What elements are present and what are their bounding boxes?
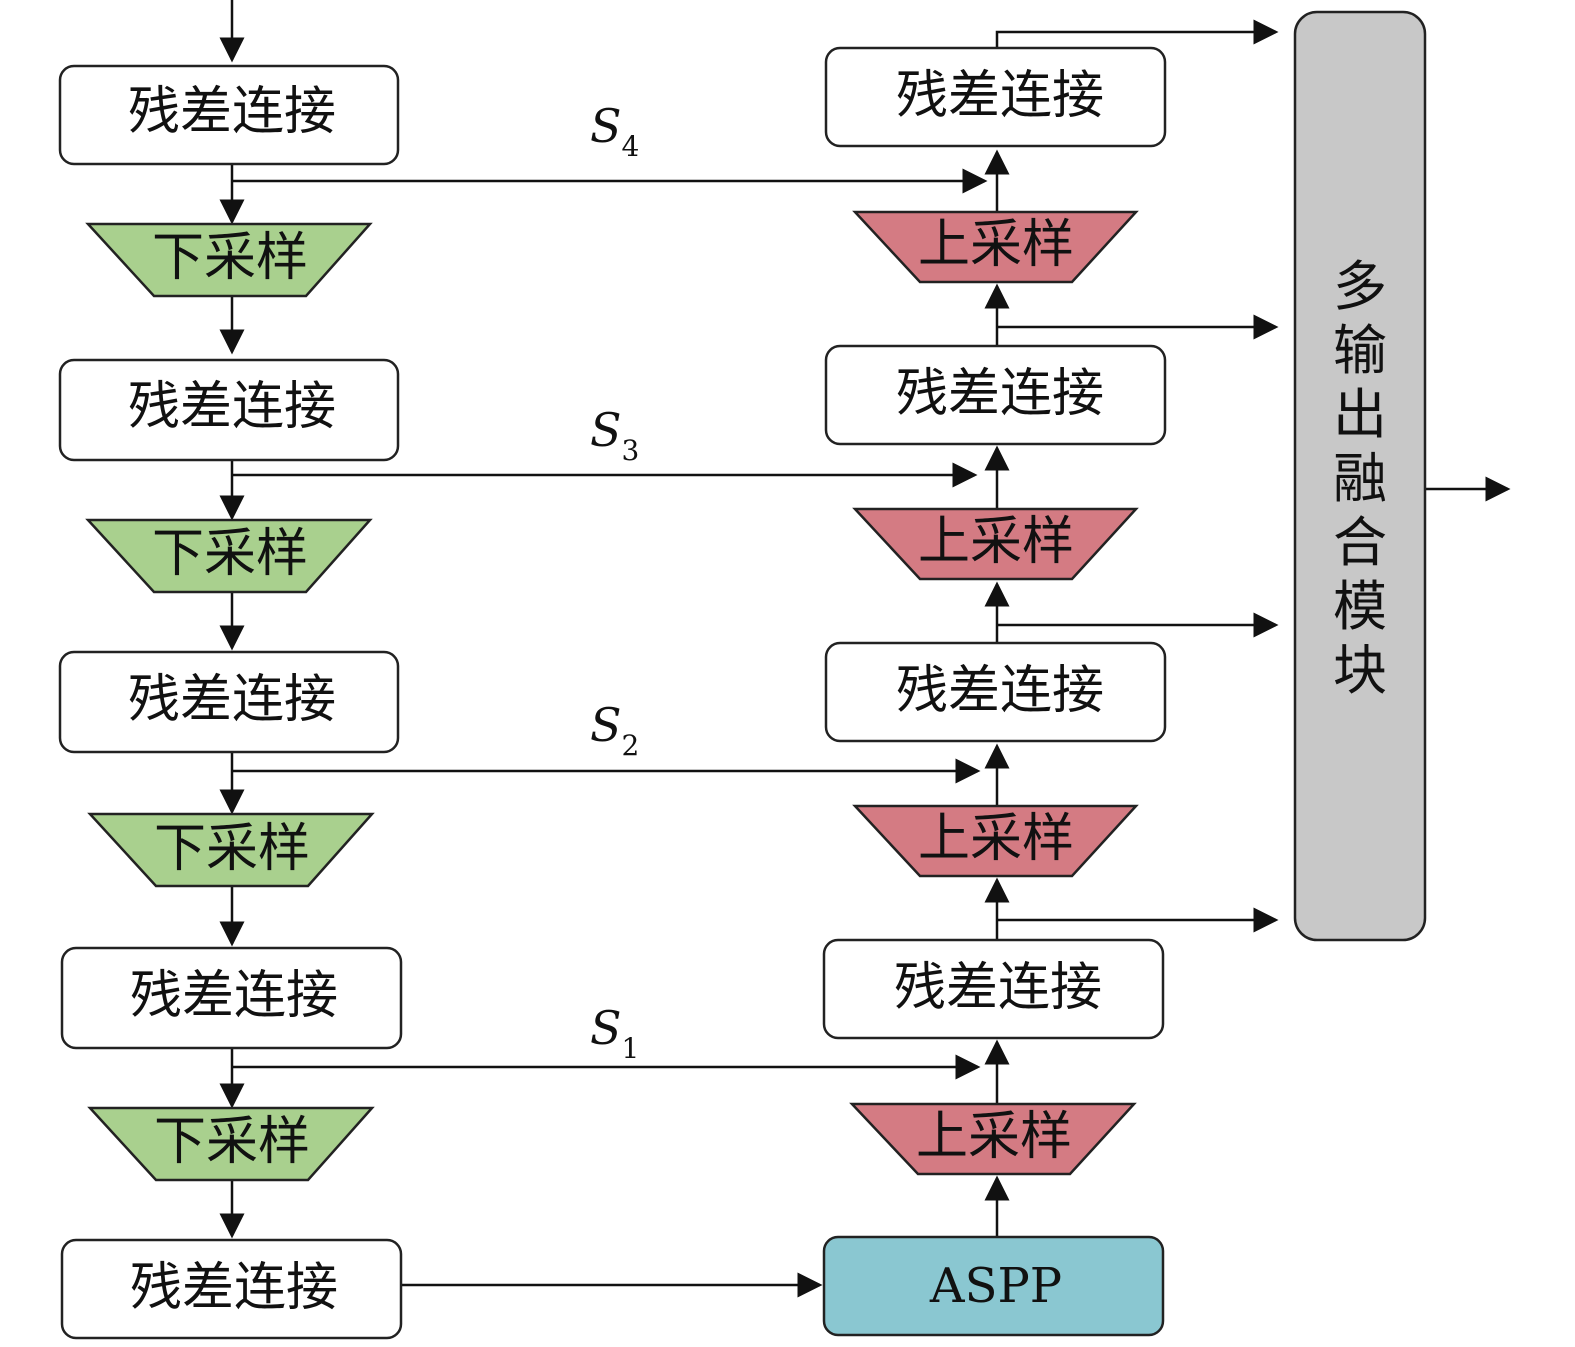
encoder-residual-block-2 — [58, 358, 400, 462]
encoder: 残差连接 下采样 残差连接 下采样 残差连接 下采样 残差连接 下采样 残差连接 — [58, 64, 403, 1340]
encoder-residual-block-5 — [60, 1238, 403, 1340]
skip-label-s4: S4 — [590, 99, 639, 163]
fusion-char-2: 输 — [1333, 319, 1387, 382]
downsample-block-3 — [87, 812, 375, 888]
decoder-residual-label-4: 残差连接 — [896, 66, 1104, 126]
fusion-module-block — [1293, 10, 1427, 942]
decoder-residual-label-1: 残差连接 — [894, 958, 1102, 1018]
encoder-residual-label-2: 残差连接 — [128, 377, 336, 437]
output-arrow-1 — [995, 19, 1279, 48]
skip-label-s3: S3 — [590, 403, 639, 467]
skip-label-s2: S2 — [590, 698, 639, 762]
upsample-block-2 — [852, 804, 1139, 878]
downsample-label-3: 下采样 — [154, 819, 310, 879]
skip-labels: S4 S3 S2 S1 — [590, 99, 639, 1065]
aspp-label: ASPP — [929, 1258, 1062, 1314]
downsample-label-2: 下采样 — [152, 524, 308, 584]
decoder-residual-block-3 — [824, 344, 1167, 446]
skip-label-s1: S1 — [590, 1001, 639, 1065]
connections — [219, 0, 1511, 1298]
decoder-residual-block-2 — [824, 641, 1167, 743]
encoder-residual-label-4: 残差连接 — [130, 966, 338, 1026]
encoder-residual-label-1: 残差连接 — [128, 82, 336, 142]
fusion-char-7: 块 — [1333, 639, 1387, 702]
decoder: 残差连接 上采样 残差连接 上采样 残差连接 上采样 残差连接 上采样 ASPP — [822, 46, 1167, 1337]
downsample-label-4: 下采样 — [154, 1112, 310, 1172]
fusion-char-6: 模 — [1333, 575, 1387, 638]
fusion-char-4: 融 — [1333, 447, 1387, 510]
fusion-char-5: 合 — [1333, 511, 1387, 574]
downsample-block-1 — [85, 222, 373, 298]
fusion-char-3: 出 — [1333, 383, 1387, 446]
decoder-residual-block-4 — [824, 46, 1167, 148]
encoder-residual-block-4 — [60, 946, 403, 1050]
encoder-residual-block-3 — [58, 650, 400, 754]
upsample-block-1 — [849, 1102, 1137, 1176]
decoder-residual-label-3: 残差连接 — [896, 364, 1104, 424]
upsample-label-2: 上采样 — [918, 809, 1074, 869]
downsample-block-4 — [87, 1106, 375, 1182]
fusion-module: 多 输 出 融 合 模 块 — [1293, 10, 1427, 942]
downsample-label-1: 下采样 — [152, 228, 308, 288]
fusion-char-1: 多 — [1333, 255, 1387, 318]
upsample-label-3: 上采样 — [918, 512, 1074, 572]
encoder-residual-label-3: 残差连接 — [128, 670, 336, 730]
upsample-label-4: 上采样 — [918, 215, 1074, 275]
aspp-block — [822, 1235, 1165, 1337]
decoder-residual-block-1 — [822, 938, 1165, 1040]
upsample-block-4 — [852, 210, 1139, 284]
upsample-label-1: 上采样 — [916, 1107, 1072, 1167]
downsample-block-2 — [85, 518, 373, 594]
decoder-residual-label-2: 残差连接 — [896, 661, 1104, 721]
encoder-residual-block-1 — [58, 64, 400, 166]
upsample-block-3 — [852, 507, 1139, 581]
encoder-residual-label-5: 残差连接 — [130, 1258, 338, 1318]
